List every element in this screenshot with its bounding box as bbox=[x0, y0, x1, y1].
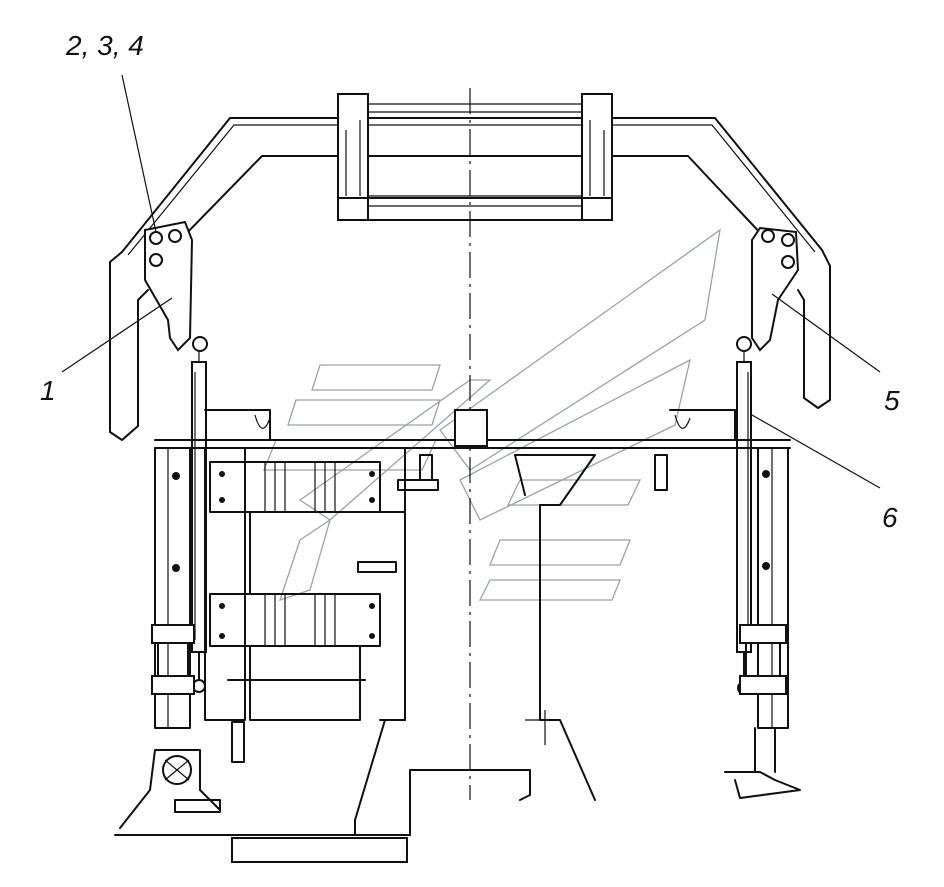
floor-base bbox=[114, 727, 801, 863]
center-column bbox=[354, 409, 668, 836]
callout-2-3-4: 2, 3, 4 bbox=[65, 30, 144, 61]
callout-1: 1 bbox=[40, 375, 56, 406]
bolt bbox=[761, 229, 775, 243]
right-clamp bbox=[739, 624, 787, 695]
watermark-logo bbox=[263, 228, 721, 602]
bolt bbox=[149, 253, 163, 267]
right-hinge-bracket bbox=[736, 226, 800, 352]
central-console bbox=[204, 447, 406, 763]
roof-hatch bbox=[337, 93, 613, 221]
left-clamp bbox=[151, 624, 195, 695]
right-gas-strut bbox=[736, 350, 752, 695]
leader-lines bbox=[61, 74, 881, 489]
bolt bbox=[168, 229, 182, 243]
callout-6: 6 bbox=[882, 502, 898, 533]
bolt bbox=[781, 255, 795, 269]
left-hinge-bracket bbox=[144, 220, 208, 352]
bolt bbox=[149, 231, 163, 245]
callout-5: 5 bbox=[884, 385, 900, 416]
canopy-frame bbox=[109, 117, 831, 441]
bolt bbox=[781, 233, 795, 247]
